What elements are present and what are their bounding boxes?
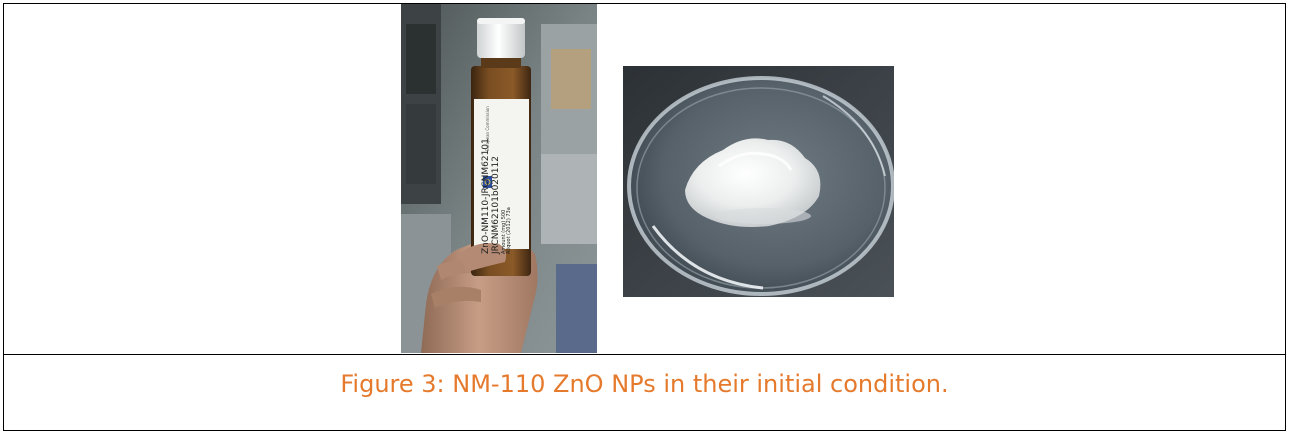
- caption-divider: [4, 354, 1285, 355]
- powder-photo-drawing: [623, 66, 894, 297]
- powder-photo: [623, 66, 894, 297]
- bottle-label-line: Aliquot (2012) 73a: [506, 207, 513, 254]
- bottle-photo-drawing: [401, 4, 597, 353]
- bottle-photo: ZnO-NM110-JRCNM62101 JRCNM62101b020112 A…: [401, 4, 597, 353]
- bottle-logo-text: European Commission: [485, 106, 490, 151]
- figure-caption: Figure 3: NM-110 ZnO NPs in their initia…: [340, 370, 949, 398]
- figure-table: ZnO-NM110-JRCNM62101 JRCNM62101b020112 A…: [3, 3, 1286, 431]
